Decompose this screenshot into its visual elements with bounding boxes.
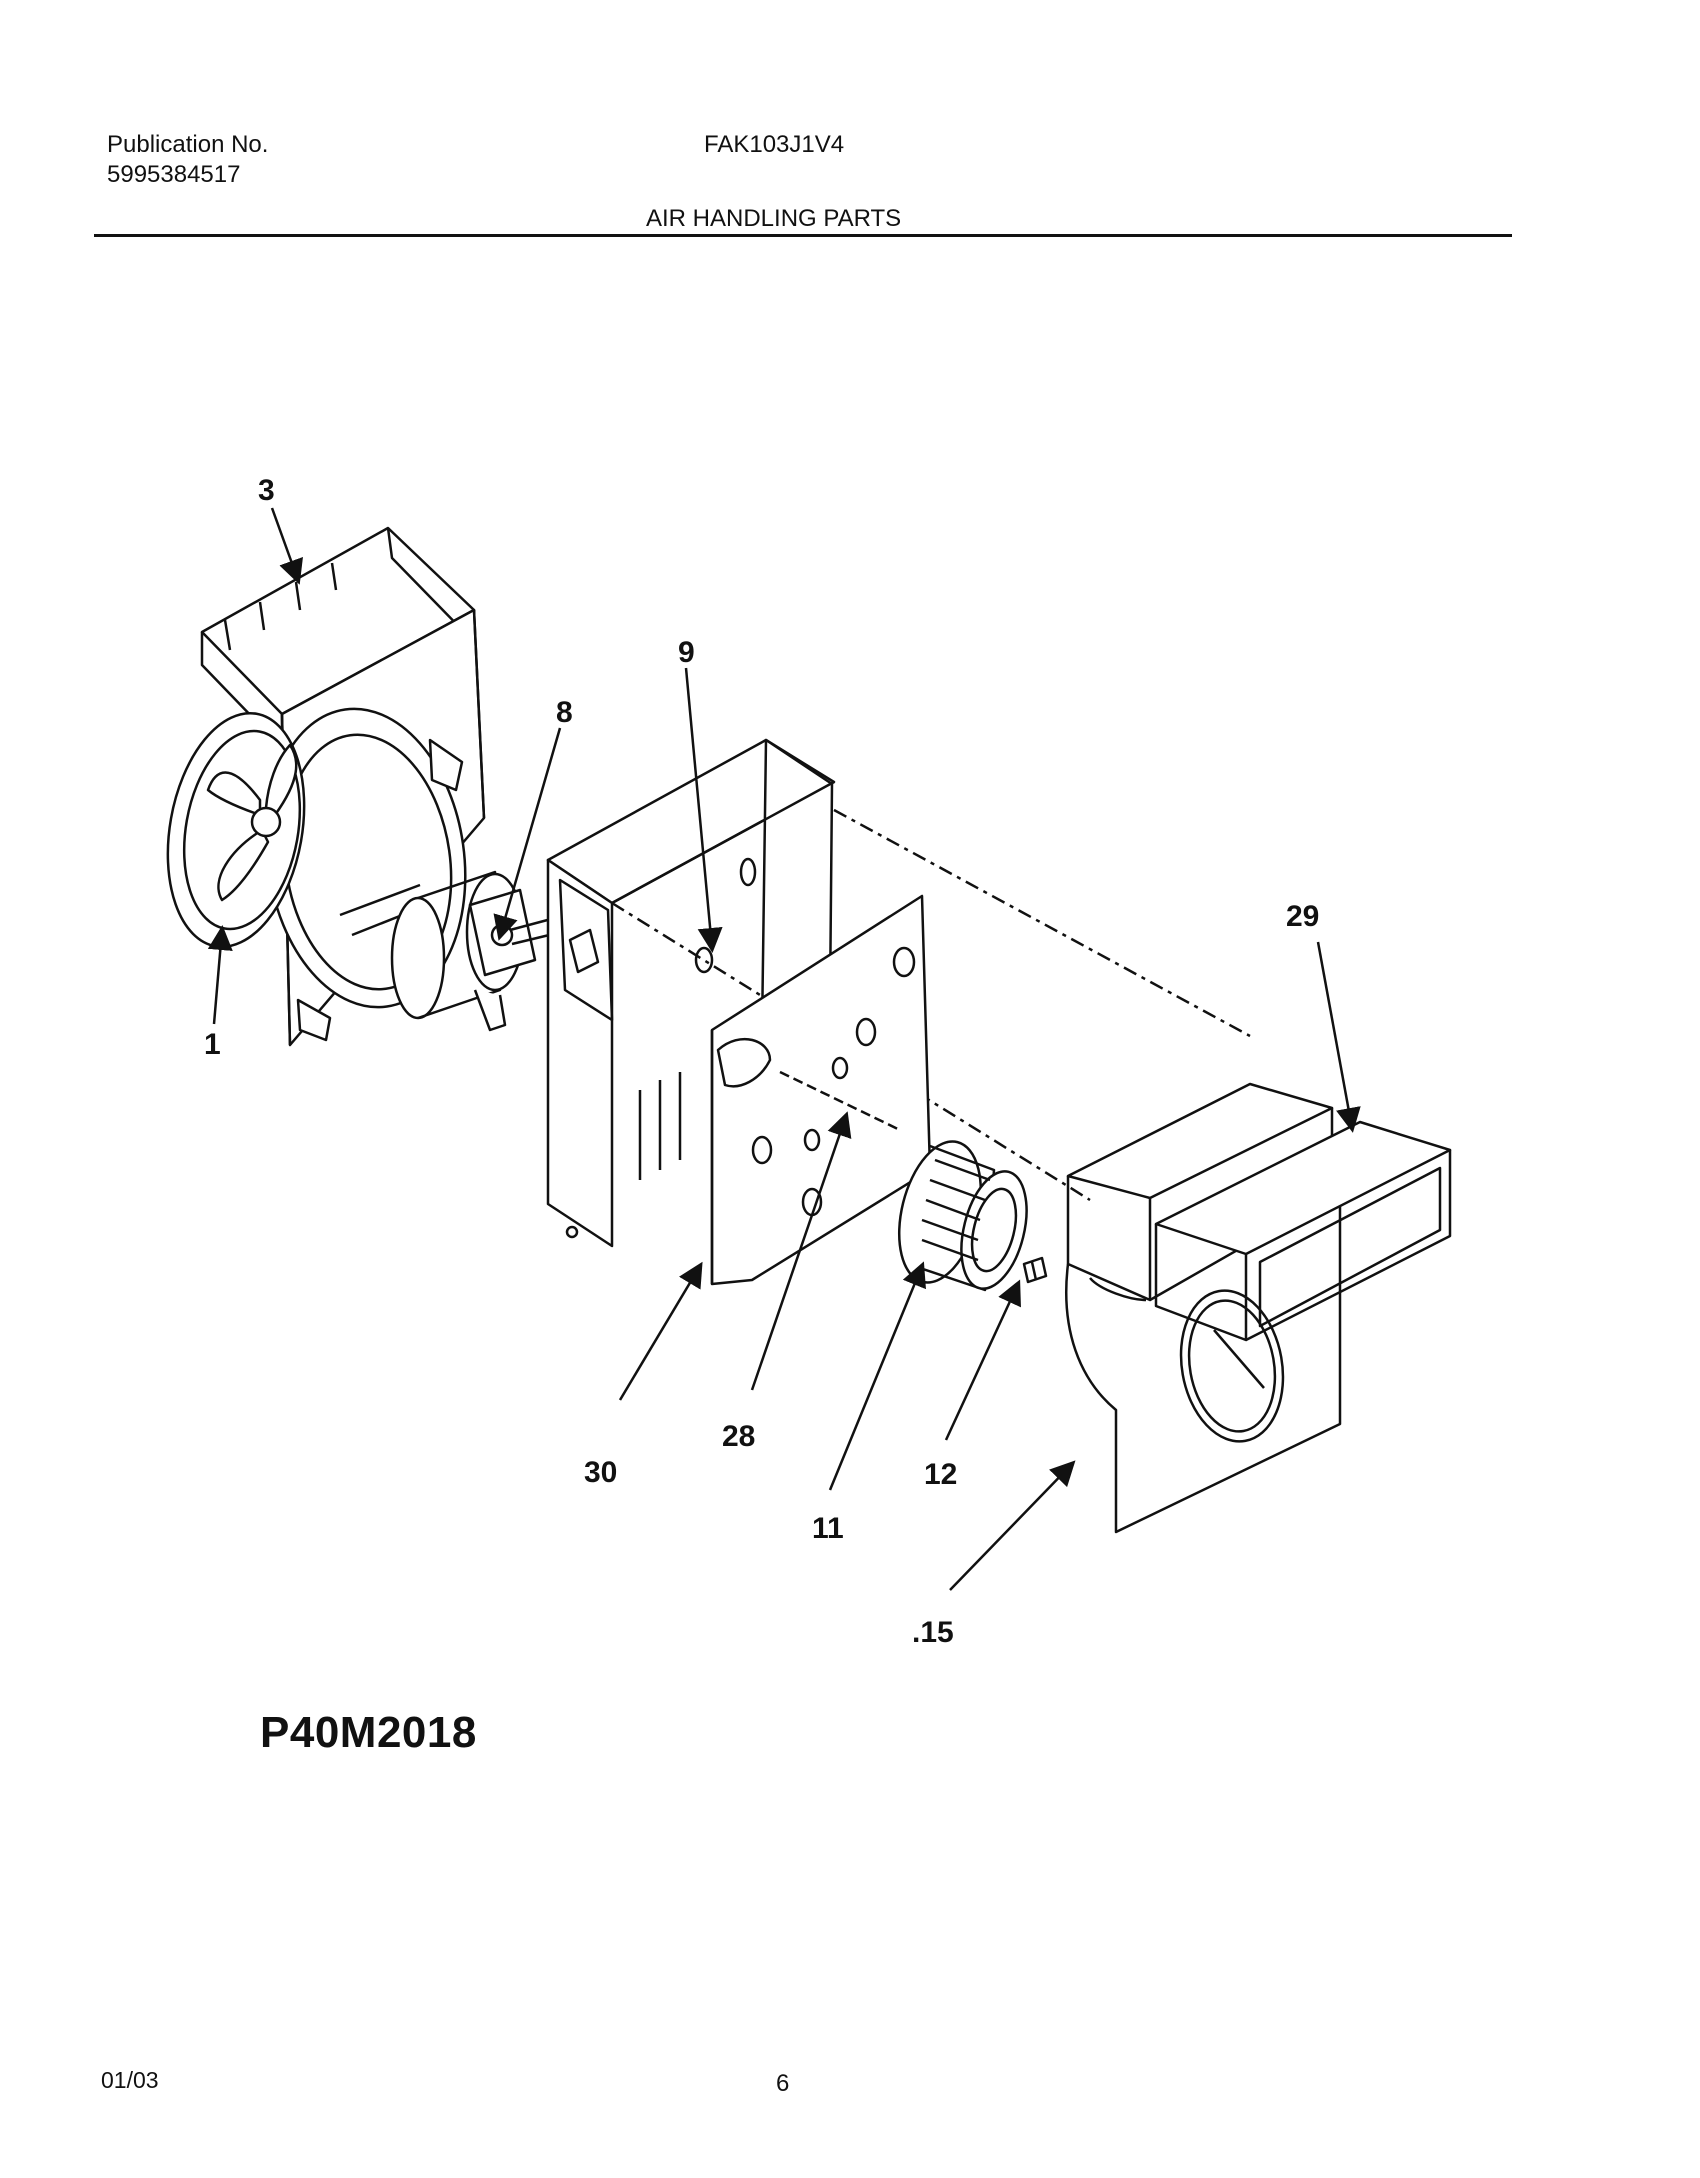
partition-panel-part: [710, 894, 932, 1286]
blower-scroll-housing-part: [1065, 1082, 1342, 1534]
callout-9: 9: [678, 636, 695, 669]
callout-12: 12: [924, 1458, 957, 1491]
model-number: FAK103J1V4: [704, 131, 845, 158]
footer-date: 01/03: [101, 2067, 159, 2093]
callout-28: 28: [722, 1420, 755, 1453]
callout-30: 30: [584, 1456, 617, 1489]
publication-number: 5995384517: [107, 161, 241, 188]
footer-page-number: 6: [776, 2070, 790, 2097]
callout-3: 3: [258, 474, 275, 507]
callout-11: 11: [812, 1512, 844, 1545]
publication-label: Publication No.: [107, 131, 269, 158]
fan-motor-part: [339, 870, 571, 1032]
callout-29: 29: [1286, 900, 1319, 933]
blower-clamp-part: [1022, 1256, 1048, 1284]
section-title: AIR HANDLING PARTS: [646, 205, 902, 232]
blower-wheel-part: [897, 1140, 1028, 1292]
callout-1: 1: [204, 1028, 221, 1061]
callout-8: 8: [556, 696, 573, 729]
leader-lines: [207, 507, 1361, 1591]
drawing-code: P40M2018: [260, 1708, 477, 1757]
fan-blade-part: [166, 711, 306, 949]
discharge-duct-part: [1154, 1120, 1452, 1342]
header-rule: [94, 234, 1512, 237]
callout-15: .15: [912, 1616, 954, 1649]
